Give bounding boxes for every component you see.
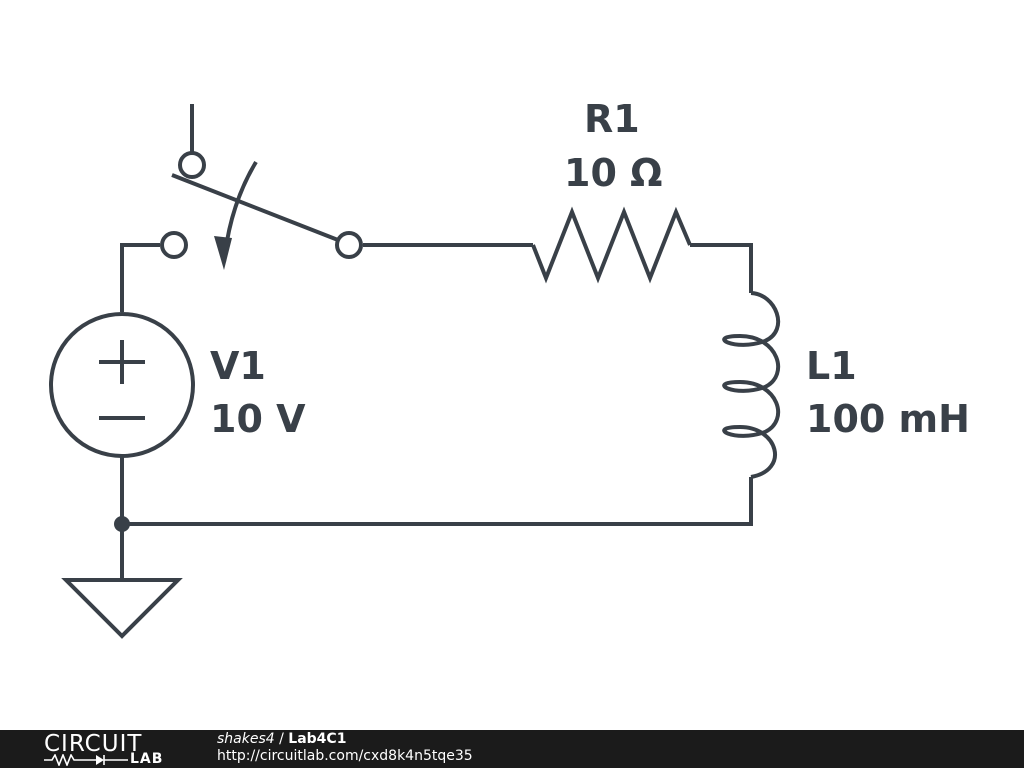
resistor-value-label: 10 Ω (564, 151, 662, 195)
switch-terminal-left (160, 231, 188, 259)
plus-icon (99, 340, 145, 384)
switch-arrow-head (214, 236, 232, 270)
inductor-name-label: L1 (806, 344, 857, 388)
circuit-title-link[interactable]: Lab4C1 (288, 731, 347, 747)
wire-resistor-to-inductor (690, 243, 753, 293)
switch-blade (171, 173, 339, 242)
logo-text-lab: LAB (130, 751, 164, 767)
inductor-value-label: 100 mH (806, 397, 970, 441)
inductor-coil (722, 291, 781, 479)
footer-bar: CIRCUIT LAB shakes4 / Lab4C1 http://circ… (0, 730, 1024, 768)
voltage-source-v1 (49, 312, 195, 458)
resistor-name-label: R1 (584, 97, 640, 141)
junction-dot (114, 516, 130, 532)
logo-text-circuit: CIRCUIT (44, 731, 143, 757)
circuitlab-logo[interactable]: CIRCUIT LAB (44, 732, 174, 768)
logo-resistor-diode-icon (44, 754, 128, 766)
meta-separator: / (274, 731, 289, 747)
wire-inductor-to-ground (122, 477, 753, 526)
switch-terminal-common (335, 231, 363, 259)
circuit-schematic: R1 10 Ω V1 10 V L1 100 mH (49, 97, 970, 639)
resistor-r1 (531, 206, 692, 284)
switch-terminal-top (178, 151, 206, 179)
spdt-switch (160, 151, 363, 270)
source-body (49, 312, 195, 458)
author-link[interactable]: shakes4 (217, 731, 275, 747)
inductor-l1 (722, 291, 781, 479)
source-value-label: 10 V (210, 397, 306, 441)
wire-source-to-switch (120, 243, 160, 312)
circuit-meta: shakes4 / Lab4C1 http://circuitlab.com/c… (217, 731, 473, 765)
ground-icon (61, 578, 183, 639)
circuit-url-link[interactable]: http://circuitlab.com/cxd8k4n5tqe35 (217, 748, 473, 764)
source-name-label: V1 (210, 344, 266, 388)
